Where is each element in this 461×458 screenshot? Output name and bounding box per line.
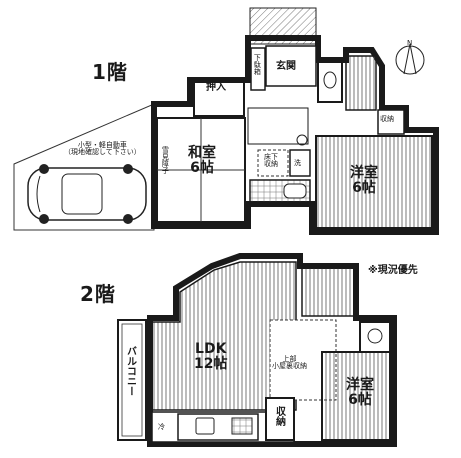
first-floor-walls bbox=[151, 35, 439, 235]
shoe-closet bbox=[250, 47, 266, 91]
compass-label: N bbox=[407, 39, 413, 47]
first-floor-plan bbox=[13, 7, 439, 235]
yukimi-shoji-label: 雪見障子 bbox=[161, 146, 170, 174]
first-floor-label: 1階 bbox=[92, 60, 128, 84]
western-room-1f bbox=[315, 135, 433, 229]
western-1f-label: 洋室 6帖 bbox=[350, 165, 378, 196]
toilet-2f bbox=[359, 321, 391, 353]
fridge-label: 冷 bbox=[158, 423, 165, 431]
compass-icon bbox=[395, 43, 425, 75]
second-floor-walls bbox=[147, 253, 397, 447]
oshiire-label: 押入 bbox=[206, 82, 226, 93]
car-icon bbox=[27, 164, 147, 224]
washroom bbox=[289, 149, 311, 177]
shoe-closet-label: 下駄箱 bbox=[253, 54, 262, 75]
entrance-label: 玄関 bbox=[276, 61, 296, 72]
parking-area bbox=[13, 103, 155, 231]
hallway-1f bbox=[247, 107, 309, 145]
storage-2f-label: 収納 bbox=[273, 406, 285, 426]
entrance-floor bbox=[265, 45, 317, 87]
storage-2f bbox=[265, 397, 295, 441]
second-floor-plan bbox=[117, 253, 397, 447]
washitsu-label: 和室 6帖 bbox=[188, 145, 216, 176]
second-floor-label: 2階 bbox=[80, 282, 116, 306]
underfloor-storage bbox=[257, 149, 289, 177]
note-label: ※現況優先 bbox=[368, 265, 418, 276]
balcony-label: バルコニー bbox=[124, 346, 136, 396]
ldk-room bbox=[151, 261, 297, 411]
attic-label: 上部 小屋裏収納 bbox=[272, 355, 307, 371]
western-2f-label: 洋室 6帖 bbox=[346, 377, 374, 408]
storage-1f bbox=[377, 109, 405, 135]
balcony bbox=[117, 319, 147, 441]
ldk-label: LDK 12帖 bbox=[194, 341, 228, 372]
oshiire-closet bbox=[193, 81, 245, 117]
storage-1f-label: 収納 bbox=[380, 115, 394, 123]
stairs-2f bbox=[301, 267, 355, 317]
western-room-2f bbox=[321, 351, 391, 441]
parking-label: 小型・軽自動車 （現地確認して下さい） bbox=[64, 141, 141, 157]
toilet-1f bbox=[317, 61, 343, 103]
underfloor-label: 床下 収納 bbox=[264, 153, 278, 169]
wash-label: 洗 bbox=[294, 159, 301, 167]
stairs-1f bbox=[345, 55, 377, 111]
